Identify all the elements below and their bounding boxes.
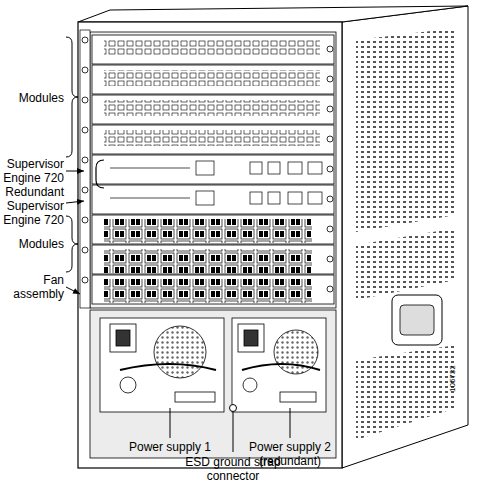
callout-label: Power supply 1: [110, 440, 230, 454]
callout-label: Supervisor Engine 720: [0, 157, 64, 185]
callout-label: Modules: [0, 91, 64, 105]
callout-label: Redundant Supervisor Engine 720: [0, 185, 64, 227]
callout-label: Modules: [0, 237, 64, 251]
figure-number: 105732: [448, 365, 457, 392]
callout-label: Power supply 2 (redundant): [240, 440, 340, 468]
callout-label: Fan assembly: [0, 273, 64, 301]
